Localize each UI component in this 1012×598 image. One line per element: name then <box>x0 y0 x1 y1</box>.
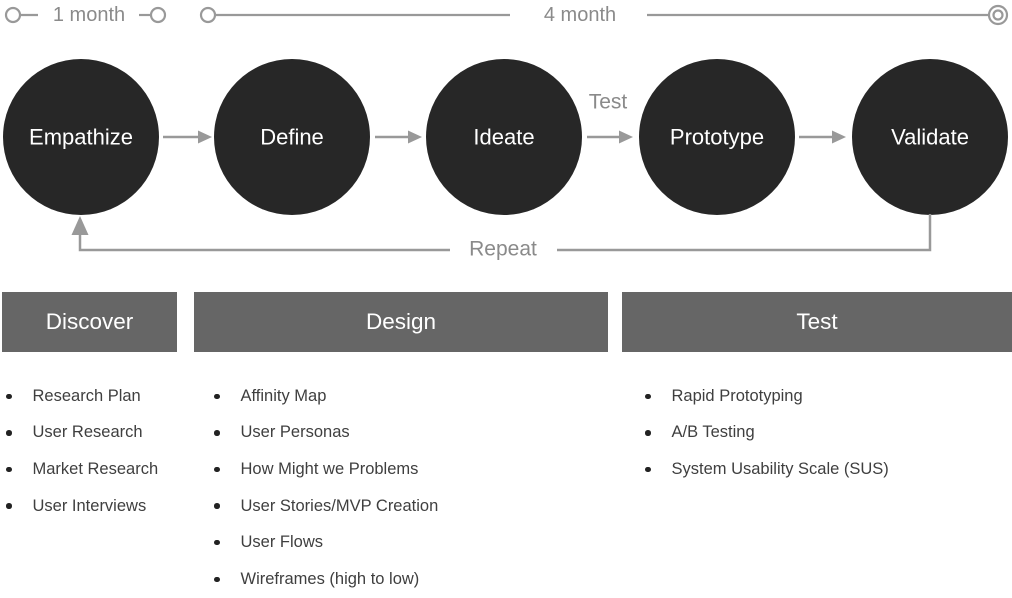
bullet-icon <box>214 539 220 546</box>
bullet-icon <box>6 503 12 509</box>
stage-validate: Validate <box>852 59 1008 215</box>
repeat-flow-label: Repeat <box>469 238 537 261</box>
bullet-icon <box>6 466 12 473</box>
list-item-label: User Flows <box>240 533 324 552</box>
timeline-four-month <box>199 4 1009 26</box>
timeline-one-month <box>4 6 167 24</box>
list-item-label: How Might we Problems <box>240 459 419 478</box>
timeline-endpoint-icon <box>149 6 167 24</box>
bullet-icon <box>214 576 220 583</box>
timeline-long-label: 4 month <box>544 4 616 26</box>
stage-label: Ideate <box>473 125 534 150</box>
list-item: A/B Testing <box>645 415 889 452</box>
timeline-end-double-circle-icon <box>992 9 1004 21</box>
stage-label: Prototype <box>670 125 764 150</box>
bullet-icon <box>214 503 220 509</box>
stage-connector-arrows <box>163 130 846 144</box>
list-item: System Usability Scale (SUS) <box>645 451 889 488</box>
list-item-label: A/B Testing <box>671 423 755 442</box>
list-item: Wireframes (high to low) <box>214 561 438 598</box>
bullet-icon <box>645 430 651 436</box>
phase-bar-test: Test <box>622 292 1012 352</box>
phase-bar-design: Design <box>194 292 608 352</box>
stage-empathize: Empathize <box>3 59 159 215</box>
timeline-short-label: 1 month <box>53 4 125 26</box>
list-item: Affinity Map <box>214 378 438 415</box>
bullet-icon <box>214 466 220 473</box>
list-item: Rapid Prototyping <box>645 378 889 415</box>
bullet-icon <box>6 393 12 400</box>
list-item: Research Plan <box>6 378 158 415</box>
list-item-label: Affinity Map <box>240 386 327 405</box>
stage-prototype: Prototype <box>639 59 795 215</box>
list-item-label: System Usability Scale (SUS) <box>671 459 889 478</box>
repeat-arrowhead-icon <box>71 216 89 235</box>
bullet-icon <box>6 430 12 436</box>
list-item: User Stories/MVP Creation <box>214 488 438 525</box>
list-item-label: User Interviews <box>32 496 147 515</box>
phase-bar-title: Discover <box>45 309 134 334</box>
phase-bar-title: Test <box>796 309 838 334</box>
list-item-label: User Personas <box>240 423 350 442</box>
bullet-icon <box>214 393 220 400</box>
bullet-icon <box>645 393 651 400</box>
timeline-endpoint-icon <box>4 6 22 24</box>
list-item: User Personas <box>214 415 438 452</box>
phase-bar-discover: Discover <box>2 292 177 352</box>
bullet-icon <box>214 430 220 436</box>
stage-define: Define <box>214 59 370 215</box>
list-item: How Might we Problems <box>214 451 438 488</box>
stage-ideate: Ideate <box>426 59 582 215</box>
stage-label: Validate <box>891 125 969 150</box>
list-item: Market Research <box>6 451 158 488</box>
timeline-endpoint-icon <box>199 6 217 24</box>
repeat-loop <box>71 214 932 252</box>
list-item-label: Market Research <box>32 459 159 478</box>
list-item-label: Research Plan <box>32 386 141 405</box>
list-item-label: User Stories/MVP Creation <box>240 496 439 515</box>
list-item: User Research <box>6 415 158 452</box>
list-item: User Interviews <box>6 488 158 525</box>
test-flow-label: Test <box>589 91 628 114</box>
bullet-icon <box>645 466 651 473</box>
process-flow-svg: 1 month 4 month Empathize Define Ideate … <box>3 4 1009 261</box>
stage-label: Define <box>260 125 324 150</box>
list-item-label: Wireframes (high to low) <box>240 569 420 588</box>
list-item: User Flows <box>214 524 438 561</box>
stage-label: Empathize <box>29 125 133 150</box>
list-item-label: Rapid Prototyping <box>671 386 803 405</box>
phase-bar-title: Design <box>365 309 437 334</box>
list-item-label: User Research <box>32 423 143 442</box>
